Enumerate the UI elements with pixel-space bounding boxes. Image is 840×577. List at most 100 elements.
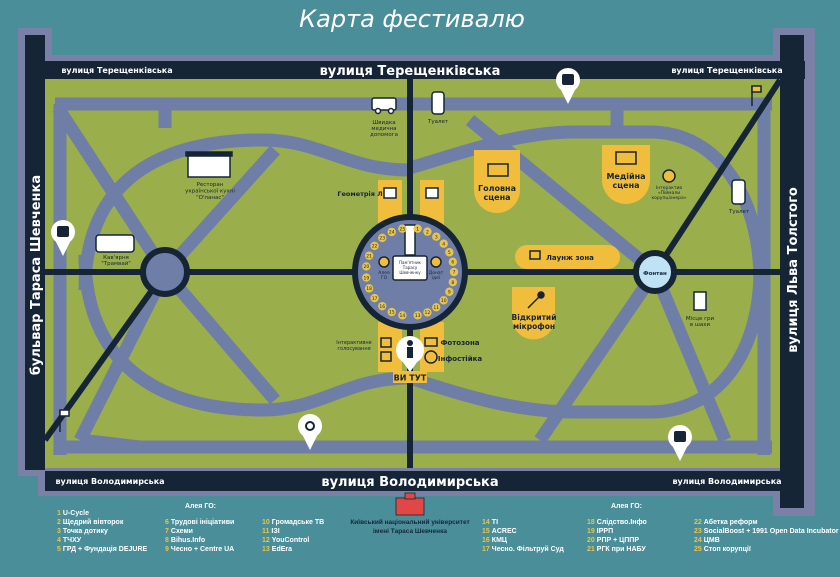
ngo-number-label: 2 [426, 229, 429, 235]
restaurant-icon [185, 151, 233, 178]
legend-item-name: YouControl [271, 537, 310, 544]
legend-item-name: ГРД + Фундація DEJURE [62, 546, 148, 553]
legend-item-name: EdEra [271, 546, 293, 553]
toilet-icon [731, 179, 746, 205]
university-logo [395, 492, 425, 516]
ngo-number-marker [432, 232, 441, 241]
legend-item-name: Точка дотику [62, 528, 108, 535]
ngo-number-label: 9 [448, 289, 451, 295]
legend-header: Алея ГО: [611, 503, 642, 510]
info-stand-label: Інфостійка [438, 355, 482, 363]
ngo-number-marker [398, 224, 407, 233]
legend-item-number: 21 [587, 546, 595, 553]
street-label-top: вулиця Терещенківська [320, 64, 501, 79]
legend-item-number: 8 [165, 537, 169, 544]
ngo-number-label: 22 [372, 244, 378, 250]
you-are-here-pin[interactable] [396, 336, 424, 372]
legend-item-number: 7 [165, 528, 169, 535]
legend-item-name: ТЧХУ [62, 537, 82, 544]
ngo-number-marker [362, 262, 371, 271]
bus-stop-pin[interactable] [556, 68, 580, 104]
ngo-number-label: 11 [433, 305, 439, 311]
legend-item-number: 5 [57, 546, 61, 553]
ngo-number-marker [445, 287, 454, 296]
legend-item-name: ІРРП [596, 528, 614, 535]
ngo-number-label: 21 [366, 253, 372, 259]
legend-item-number: 2 [57, 519, 61, 526]
legend-item-number: 17 [482, 546, 490, 553]
ngo-number-marker [413, 224, 422, 233]
ngo-number-label: 23 [379, 236, 385, 242]
bench-icon [529, 250, 541, 260]
monument-plaque [392, 255, 428, 281]
toilet-icon [431, 91, 445, 115]
legend-item-number: 10 [262, 519, 270, 526]
bus-stop-pin[interactable] [51, 220, 75, 256]
legend-item-number: 24 [694, 537, 702, 544]
legend-item-name: U-Cycle [62, 510, 89, 517]
ngo-number-label: 4 [442, 241, 445, 247]
ngo-number-label: 1 [416, 226, 419, 232]
ngo-number-marker [439, 239, 448, 248]
microphone-icon [527, 291, 545, 309]
legend-item-name: Bihus.Info [170, 537, 206, 544]
ngo-number-marker [387, 227, 396, 237]
street-label-top-right: вулиця Терещенківська [671, 65, 782, 75]
ambulance-icon [371, 97, 397, 115]
ngo-number-label: 6 [451, 260, 454, 266]
left-roundabout [140, 247, 190, 297]
ngo-number-marker [398, 311, 407, 320]
bicycle-pin[interactable] [298, 414, 322, 450]
ngo-number-marker [448, 257, 458, 267]
photozone-label: Фотозона [440, 339, 479, 347]
legend-item-number: 16 [482, 537, 490, 544]
ngo-number-marker [423, 227, 432, 236]
legend-item-number: 1 [57, 510, 61, 517]
street-label-bottom-left: вулиця Володимирська [55, 477, 164, 486]
you-are-here-label: ВИ ТУТ [394, 374, 427, 383]
ngo-number-label: 18 [366, 286, 372, 292]
ngo-number-marker [370, 241, 379, 251]
university-name: Київський національний університет імені… [345, 518, 475, 536]
legend-item-name: Абетка реформ [703, 519, 758, 526]
lightbulb-icon [430, 256, 442, 268]
legend-item-name: Чесно. Фільтруй Суд [491, 546, 564, 553]
ngo-number-label: 5 [448, 250, 451, 256]
legend-item-name: Схеми [170, 528, 193, 535]
ngo-number-label: 24 [389, 230, 395, 236]
fountain [633, 250, 677, 294]
voting-icon [380, 337, 392, 362]
ngo-number-label: 16 [379, 304, 385, 310]
bus-stop-pin[interactable] [668, 425, 692, 461]
ngo-number-label: 8 [451, 280, 454, 286]
ngo-number-label: 3 [435, 234, 438, 240]
street-label-bottom-right: вулиця Володимирська [672, 477, 781, 486]
legend-item-name: КМЦ [491, 537, 508, 544]
legend-item-number: 6 [165, 519, 169, 526]
camera-icon [424, 337, 438, 347]
ngo-number-marker [448, 277, 458, 287]
legend-item-name: Громадське ТВ [271, 519, 325, 526]
ngo-number-label: 25 [399, 226, 405, 232]
legend-item-number: 15 [482, 528, 490, 535]
